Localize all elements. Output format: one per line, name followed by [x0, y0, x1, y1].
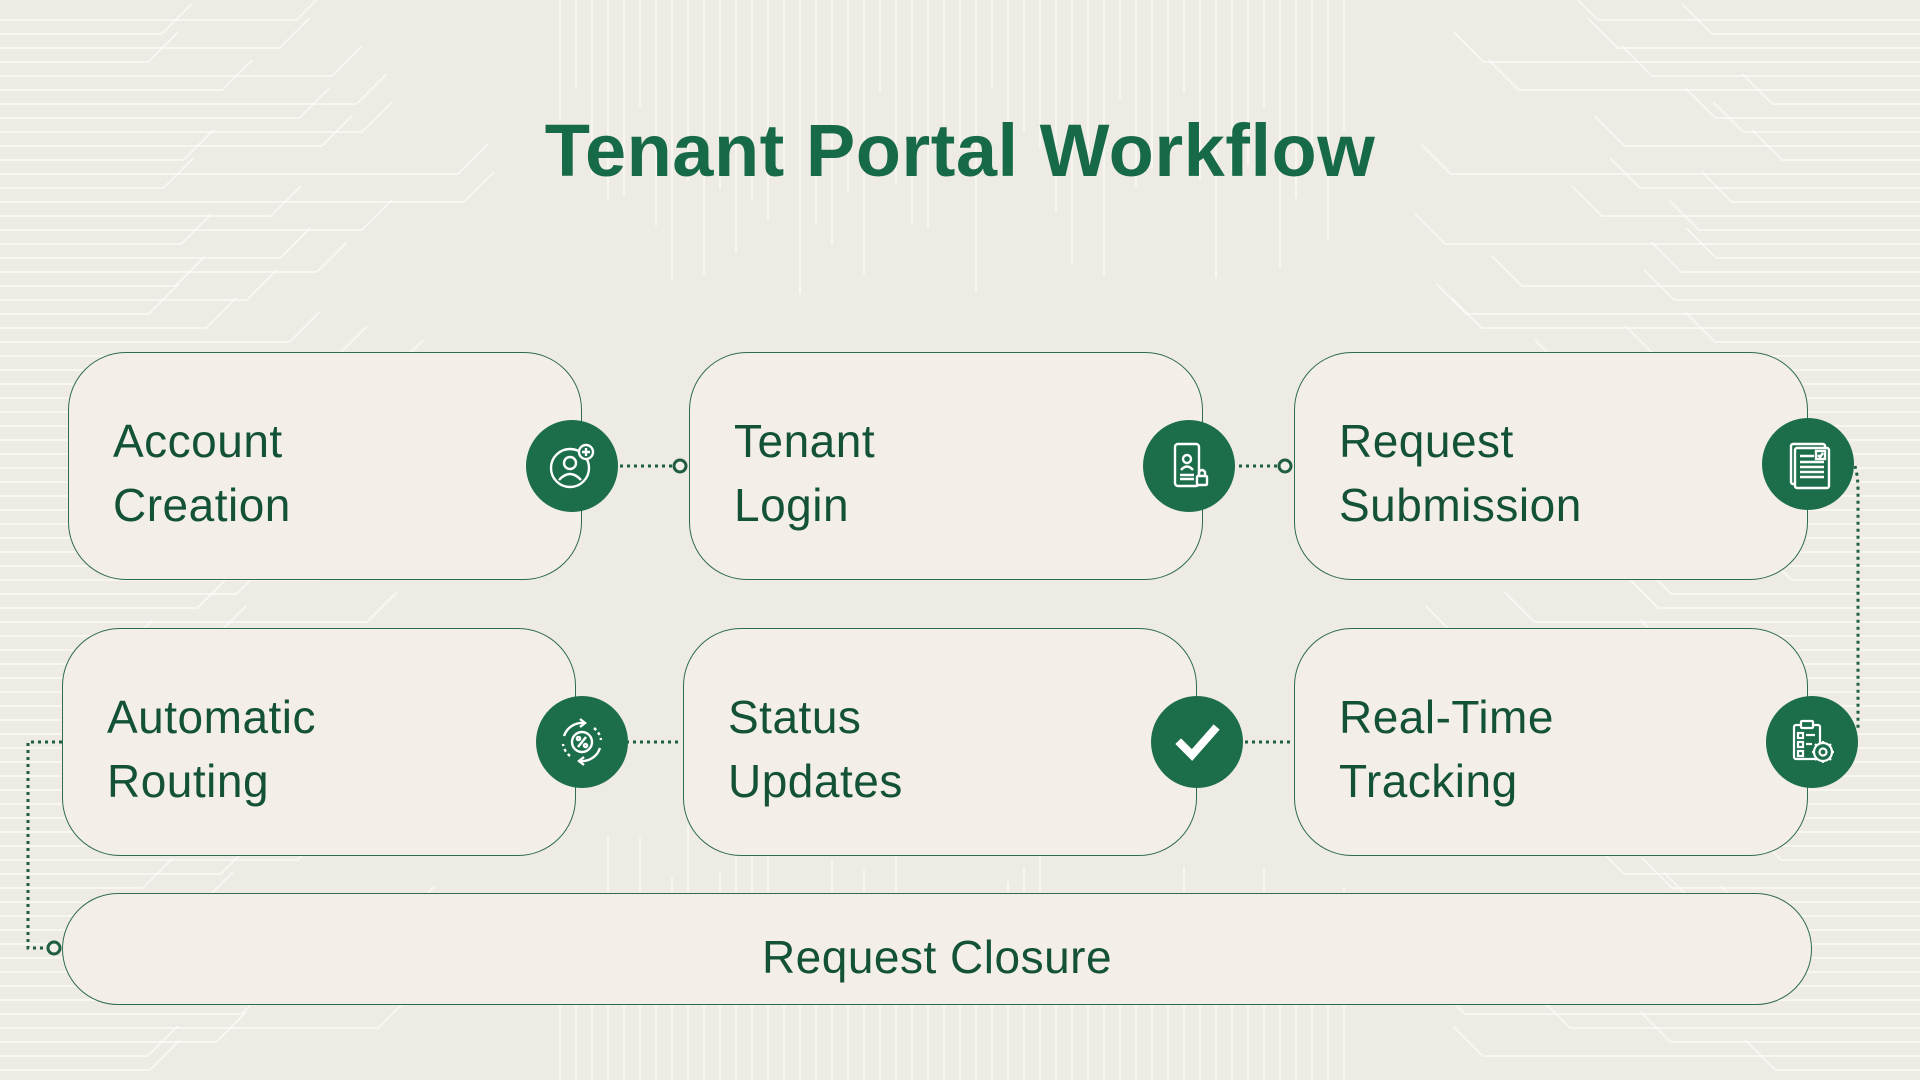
step-label: Request Submission: [1339, 415, 1582, 531]
connector-node: [672, 458, 688, 474]
step-card-account-creation: Account Creation: [68, 352, 582, 580]
step-label: Account Creation: [113, 415, 291, 531]
step-card-request-submission: Request Submission: [1294, 352, 1808, 580]
page-title: Tenant Portal Workflow: [544, 109, 1376, 192]
step-card-tenant-login: Tenant Login: [689, 352, 1203, 580]
clipboard-gear-icon: [1766, 696, 1858, 788]
connector-routing-closure: [26, 740, 62, 950]
step-label: Automatic Routing: [107, 691, 317, 807]
step-label: Request Closure: [761, 931, 1113, 983]
step-label: Real-Time Tracking: [1339, 691, 1554, 807]
step-card-real-time-tracking: Real-Time Tracking: [1294, 628, 1808, 856]
step-label: Tenant Login: [734, 415, 876, 531]
step-card-request-closure: Request Closure: [62, 893, 1812, 1005]
checkmark-icon: [1151, 696, 1243, 788]
connector-submission-tracking: [1853, 465, 1860, 728]
document-check-icon: [1762, 418, 1854, 510]
step-label: Status Updates: [728, 691, 903, 807]
percent-cycle-icon: [536, 696, 628, 788]
connector-node: [46, 940, 62, 956]
step-card-automatic-routing: Automatic Routing: [62, 628, 576, 856]
mobile-login-icon: [1143, 420, 1235, 512]
step-card-status-updates: Status Updates: [683, 628, 1197, 856]
connector-node: [1277, 458, 1293, 474]
user-add-icon: [526, 420, 618, 512]
